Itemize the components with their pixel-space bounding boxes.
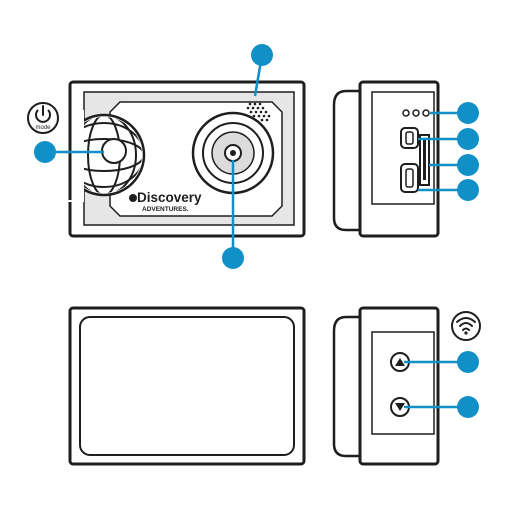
sd-card-slot xyxy=(420,135,429,185)
side-lens-bump-2 xyxy=(334,317,360,456)
usb-port xyxy=(401,128,418,148)
callout-up-button xyxy=(457,351,479,373)
side-view-ports xyxy=(334,82,438,236)
callout-lens xyxy=(222,247,244,269)
back-screen xyxy=(80,317,294,455)
callout-sd-slot xyxy=(457,154,479,176)
front-view: Discovery ADVENTURES. xyxy=(60,82,304,236)
shutter-button xyxy=(102,139,126,163)
back-view xyxy=(70,308,304,464)
side-view-buttons xyxy=(334,308,438,464)
brand-tagline: ADVENTURES. xyxy=(142,206,189,213)
status-leds xyxy=(403,110,429,116)
callout-usb-port xyxy=(457,128,479,150)
brand-name: Discovery xyxy=(137,190,202,205)
wifi-icon xyxy=(452,312,480,340)
callout-hdmi-port xyxy=(457,179,479,201)
side-button-panel xyxy=(372,332,434,434)
hdmi-port xyxy=(401,164,418,192)
side-lens-bump xyxy=(334,91,360,230)
callout-shutter xyxy=(34,141,56,163)
callout-down-button xyxy=(457,396,479,418)
callout-microphone xyxy=(251,44,273,66)
callout-status-leds xyxy=(457,102,479,124)
power-mode-icon: mode xyxy=(28,103,58,133)
mode-label: mode xyxy=(35,125,51,131)
